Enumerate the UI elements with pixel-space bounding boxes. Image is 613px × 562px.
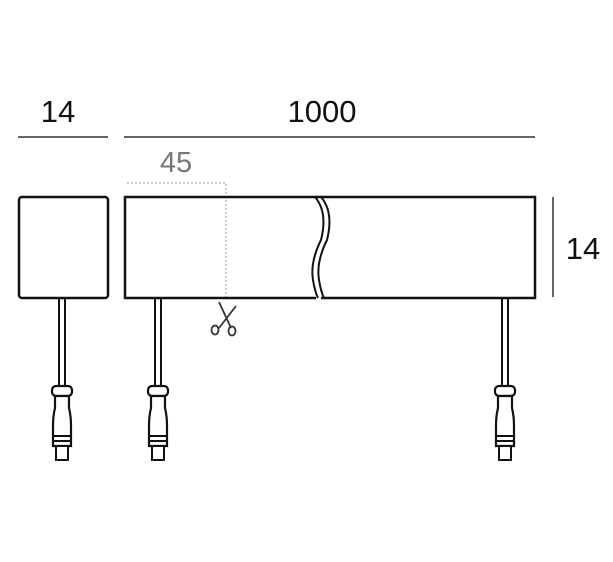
connector-icon — [146, 296, 170, 462]
break-line — [311, 196, 325, 299]
led-bar — [123, 195, 537, 300]
cut-interval-guide — [127, 182, 227, 300]
end-cap-width-label: 14 — [41, 94, 75, 129]
end-cap-unit — [17, 195, 110, 300]
connector-icon — [493, 296, 517, 462]
bar-length-label: 1000 — [288, 94, 357, 129]
cut-interval-label: 45 — [160, 147, 192, 179]
height-label: 14 — [566, 231, 600, 266]
connector-icon — [50, 296, 74, 462]
scissors-icon — [210, 301, 237, 337]
